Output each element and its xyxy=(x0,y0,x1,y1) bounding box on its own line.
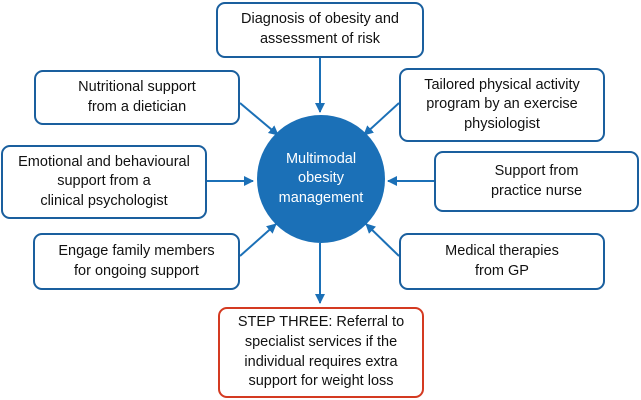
arrow-medical-to-center xyxy=(365,223,400,257)
arrow-family-to-center xyxy=(239,223,277,257)
box-step-three-referral: STEP THREE: Referral to specialist servi… xyxy=(218,307,424,398)
box-step-three-referral-label: STEP THREE: Referral to specialist servi… xyxy=(237,314,405,390)
box-medical-therapies: Medical therapies from GP xyxy=(399,233,605,290)
box-emotional-support-label: Emotional and behavioural support from a… xyxy=(18,153,190,209)
box-emotional-support: Emotional and behavioural support from a… xyxy=(1,145,207,219)
box-family-members-label: Engage family members for ongoing suppor… xyxy=(58,242,215,279)
box-practice-nurse: Support from practice nurse xyxy=(434,151,639,212)
center-node-label: Multimodal obesity management xyxy=(278,150,364,206)
center-node-multimodal-management: Multimodal obesity management xyxy=(257,115,385,243)
box-nutritional-support-label: Nutritional support from a dietician xyxy=(78,78,196,115)
box-physical-activity-label: Tailored physical activity program by an… xyxy=(424,76,580,132)
box-practice-nurse-label: Support from practice nurse xyxy=(490,162,583,199)
box-diagnosis-label: Diagnosis of obesity and assessment of r… xyxy=(241,11,399,47)
box-family-members: Engage family members for ongoing suppor… xyxy=(33,233,240,290)
arrow-physical-to-center xyxy=(363,102,400,136)
arrow-nutrition-to-center xyxy=(239,102,279,136)
box-nutritional-support: Nutritional support from a dietician xyxy=(34,70,240,125)
box-diagnosis: Diagnosis of obesity and assessment of r… xyxy=(216,2,424,58)
box-medical-therapies-label: Medical therapies from GP xyxy=(445,242,559,279)
box-physical-activity: Tailored physical activity program by an… xyxy=(399,68,605,142)
